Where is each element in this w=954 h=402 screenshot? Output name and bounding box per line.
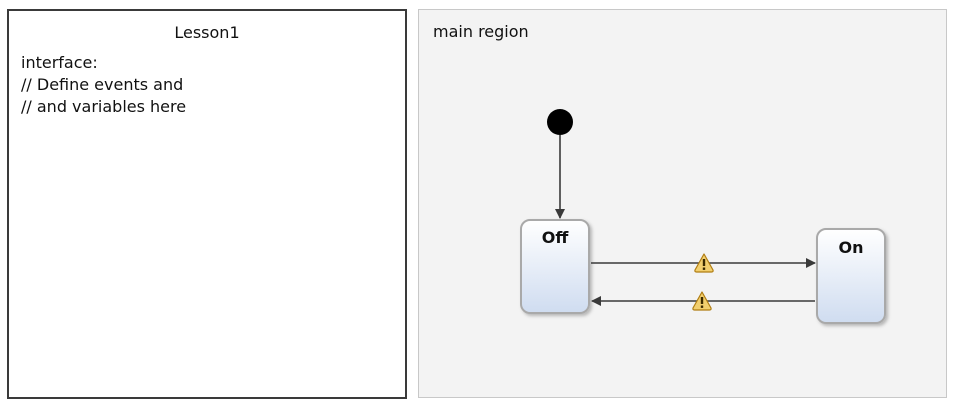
definition-line: // Define events and	[21, 75, 184, 94]
statechart-name: Lesson1	[174, 23, 240, 42]
state-on[interactable]: On	[816, 228, 886, 324]
warning-icon[interactable]	[694, 253, 714, 273]
statechart-definition-panel[interactable]: Lesson1 interface: // Define events and …	[7, 9, 407, 399]
state-off-label: Off	[542, 228, 570, 247]
region-title: main region	[433, 22, 529, 41]
state-off[interactable]: Off	[520, 219, 590, 314]
state-on-label: On	[839, 238, 864, 257]
main-region[interactable]: main region	[418, 9, 947, 398]
definition-text[interactable]: interface: // Define events and // and v…	[21, 52, 186, 118]
warning-icon[interactable]	[692, 291, 712, 311]
initial-state[interactable]	[547, 109, 573, 135]
definition-line: interface:	[21, 53, 98, 72]
definition-line: // and variables here	[21, 97, 187, 116]
